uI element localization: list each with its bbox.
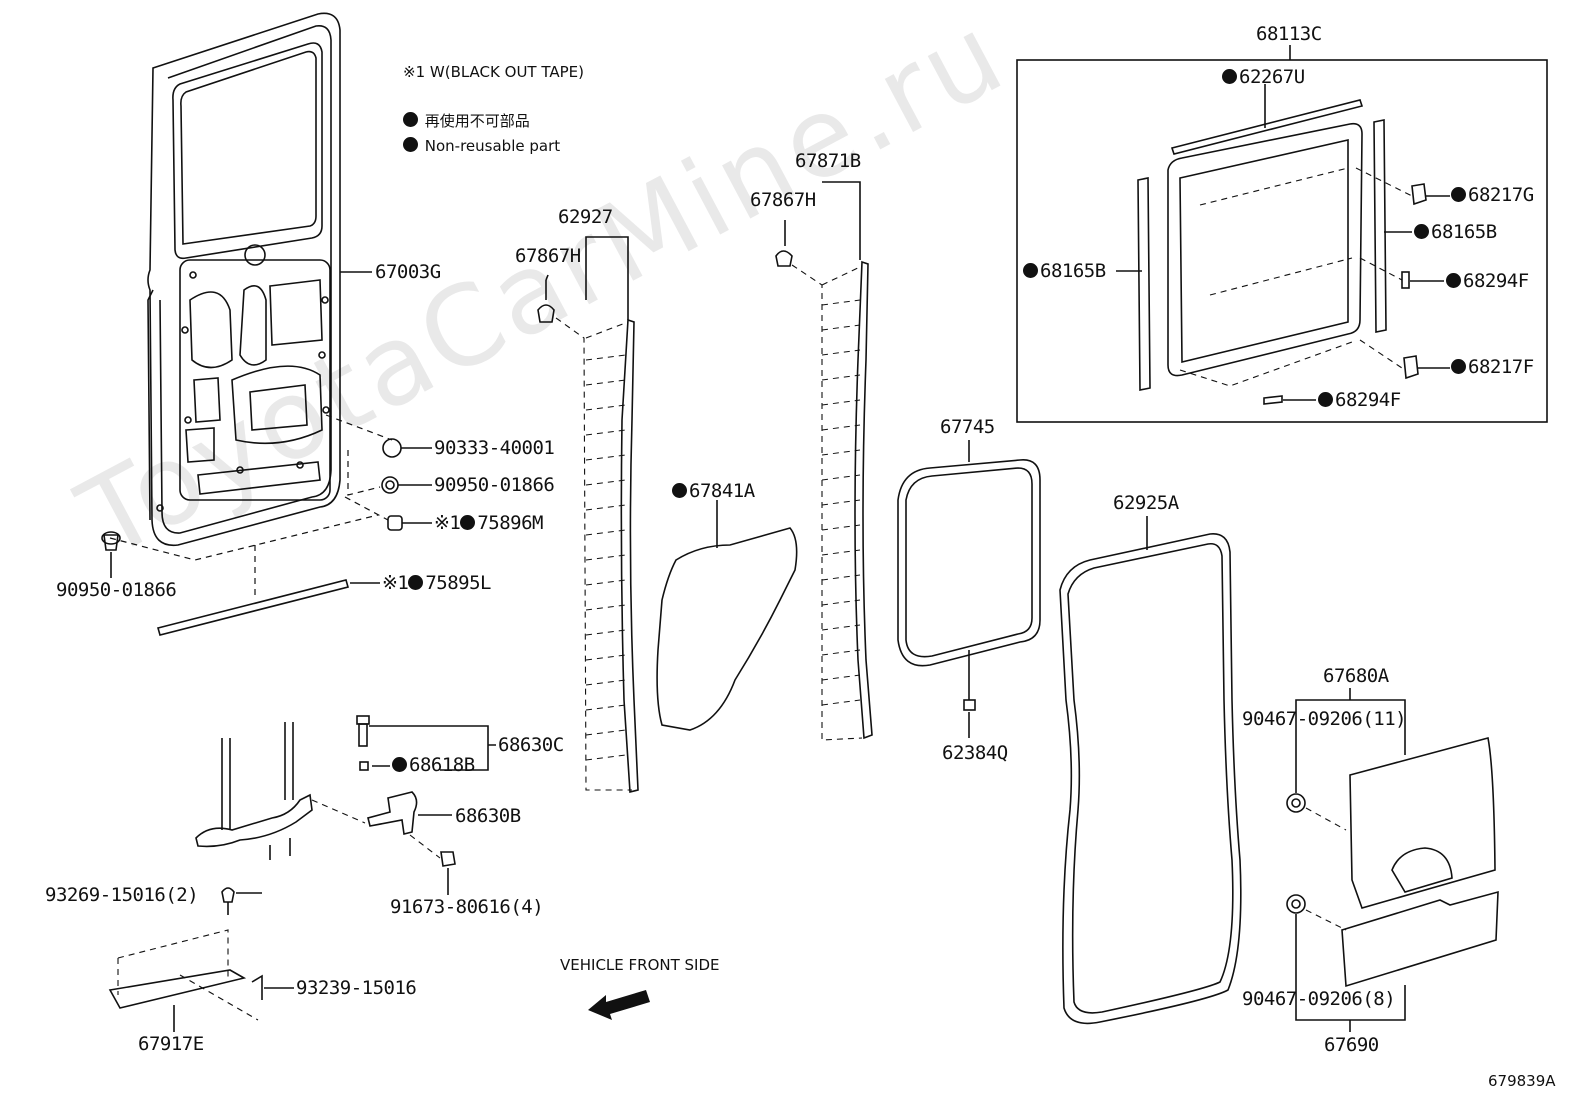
part-label-68294F-bottom[interactable]: 68294F [1318, 391, 1401, 410]
part-label-62927[interactable]: 62927 [558, 206, 613, 228]
non-reusable-dot-icon [403, 137, 418, 152]
non-reusable-dot-icon [392, 757, 407, 772]
non-reusable-dot-icon [460, 515, 476, 530]
part-label-62925A[interactable]: 62925A [1113, 492, 1179, 514]
non-reusable-dot-icon [408, 575, 424, 590]
non-reusable-dot-icon [403, 112, 418, 127]
part-label-68217F[interactable]: 68217F [1451, 358, 1534, 377]
part-label-90333-40001[interactable]: 90333-40001 [434, 437, 555, 459]
non-reusable-dot-icon [1414, 224, 1429, 239]
non-reusable-dot-icon [1451, 187, 1466, 202]
part-label-93269-15016[interactable]: 93269-15016(2) [45, 884, 199, 906]
part-label-68630C[interactable]: 68630C [498, 734, 564, 756]
non-reusable-dot-icon [1318, 392, 1333, 407]
non-reusable-dot-icon [1451, 359, 1466, 374]
part-label-68630B[interactable]: 68630B [455, 805, 521, 827]
back-door-panel-drawing [147, 12, 341, 547]
non-reusable-dot-icon [672, 483, 687, 498]
legend-tape-note: ※1 W(BLACK OUT TAPE) [403, 63, 584, 81]
figure-id: 679839A [1488, 1072, 1556, 1090]
part-label-62384Q[interactable]: 62384Q [942, 742, 1008, 764]
part-label-90467-09206-11[interactable]: 90467-09206(11) [1242, 708, 1407, 730]
part-label-68165B-left[interactable]: 68165B [1023, 262, 1106, 281]
part-label-67867H-b[interactable]: 67867H [750, 189, 816, 211]
part-label-62267U[interactable]: 62267U [1222, 68, 1305, 87]
non-reusable-dot-icon [1023, 263, 1038, 278]
non-reusable-dot-icon [1222, 69, 1237, 84]
legend-non-reusable-jp: 再使用不可部品 [403, 112, 530, 129]
part-label-91673-80616[interactable]: 91673-80616(4) [390, 896, 544, 918]
part-label-67745[interactable]: 67745 [940, 416, 995, 438]
part-label-93239-15016[interactable]: 93239-15016 [296, 977, 417, 999]
part-label-67871B[interactable]: 67871B [795, 150, 861, 172]
part-label-67690[interactable]: 67690 [1324, 1034, 1379, 1056]
part-label-67680A[interactable]: 67680A [1323, 665, 1389, 687]
part-label-68294F-right[interactable]: 68294F [1446, 272, 1529, 291]
weatherstrip-clip-lines-a [585, 354, 627, 761]
part-label-90950-01866-b[interactable]: 90950-01866 [56, 579, 177, 601]
legend-non-reusable-en: Non-reusable part [403, 137, 560, 154]
part-label-68113C[interactable]: 68113C [1256, 23, 1322, 45]
part-label-68165B-right[interactable]: 68165B [1414, 223, 1497, 242]
part-label-67003G[interactable]: 67003G [375, 261, 441, 283]
part-label-67917E[interactable]: 67917E [138, 1033, 204, 1055]
part-label-68217G[interactable]: 68217G [1451, 186, 1534, 205]
part-label-67867H-a[interactable]: 67867H [515, 245, 581, 267]
part-label-67841A[interactable]: 67841A [672, 482, 755, 501]
vehicle-front-side-label: VEHICLE FRONT SIDE [560, 956, 720, 974]
non-reusable-dot-icon [1446, 273, 1461, 288]
part-label-90950-01866-a[interactable]: 90950-01866 [434, 474, 555, 496]
part-label-68618B[interactable]: 68618B [392, 756, 475, 775]
part-label-90467-09206-8[interactable]: 90467-09206(8) [1242, 988, 1396, 1010]
